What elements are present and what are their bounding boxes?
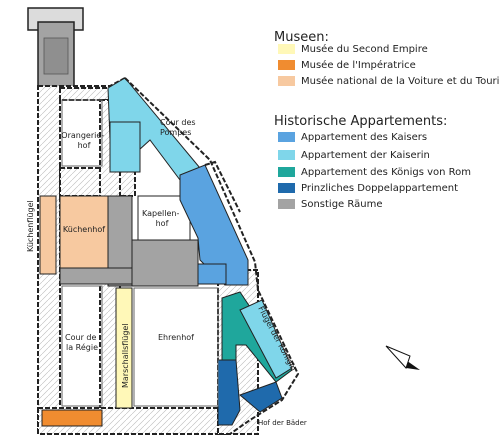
legend-label: Sonstige Räume (301, 198, 383, 210)
north-arrow-icon (385, 345, 420, 370)
label-hof-der-baeder: Hof der Bäder (258, 419, 307, 427)
label-kuechenhof: Küchenhof (63, 225, 105, 234)
legend-apartments-heading: Historische Appartements: (274, 114, 448, 129)
court-outlines (61, 99, 219, 407)
label-cour-de-la-regie: Cour de la Régie (65, 333, 99, 352)
swatch (278, 132, 295, 142)
legend-museums-heading: Museen: (274, 30, 329, 45)
label-ehrenhof: Ehrenhof (158, 333, 194, 342)
swatch (278, 199, 295, 209)
label-cour-des-pompes: Cour des Pompes (160, 118, 198, 137)
legend-label: Musée du Second Empire (301, 43, 428, 55)
kuechenhof-area (59, 195, 109, 269)
label-kapellenhof: Kapellen- hof (142, 209, 182, 228)
north-tower (27, 7, 84, 88)
label-marschallsfluegel: Marschallsflügel (121, 323, 130, 388)
legend-label: Musée de l'Impératrice (301, 59, 416, 71)
kaiserin-apartment (107, 77, 201, 181)
legend-museum-imperatrice: Musée de l'Impératrice (278, 58, 416, 72)
legend-label: Musée national de la Voiture et du Touri… (301, 75, 500, 87)
legend-sonstige-raeume: Sonstige Räume (278, 197, 382, 211)
swatch (278, 167, 295, 177)
kaiser-apartment (179, 164, 249, 286)
legend-apartment-koenig-von-rom: Appartement des Königs von Rom (278, 165, 471, 179)
imperatrice-museum (41, 409, 103, 427)
legend-label: Appartement des Kaisers (301, 131, 428, 143)
marschallsfluegel-museum (115, 287, 133, 409)
legend-museum-voiture: Musée national de la Voiture et du Touri… (278, 74, 500, 88)
legend-apartment-kaiser: Appartement des Kaisers (278, 130, 427, 144)
kuechenfluegel-museum (39, 195, 57, 275)
label-kuechenfluegel: Küchenflügel (26, 200, 35, 252)
legend-label: Appartement der Kaiserin (301, 149, 430, 161)
swatch (278, 183, 295, 193)
prinzliches-apartment (217, 359, 283, 426)
legend-apartment-prinzlich: Prinzliches Doppelappartement (278, 181, 458, 195)
legend-museum-second-empire: Musée du Second Empire (278, 42, 428, 56)
swatch (278, 44, 295, 54)
legend-apartment-kaiserin: Appartement der Kaiserin (278, 148, 430, 162)
label-orangeriehof: Orangerie- hof (61, 131, 106, 150)
legend-label: Appartement des Königs von Rom (301, 166, 472, 178)
swatch (278, 60, 295, 70)
legend-label: Prinzliches Doppelappartement (301, 182, 458, 194)
east-perimeter (124, 77, 300, 435)
swatch (278, 150, 295, 160)
swatch (278, 76, 295, 86)
grey-kapelle (131, 239, 199, 287)
